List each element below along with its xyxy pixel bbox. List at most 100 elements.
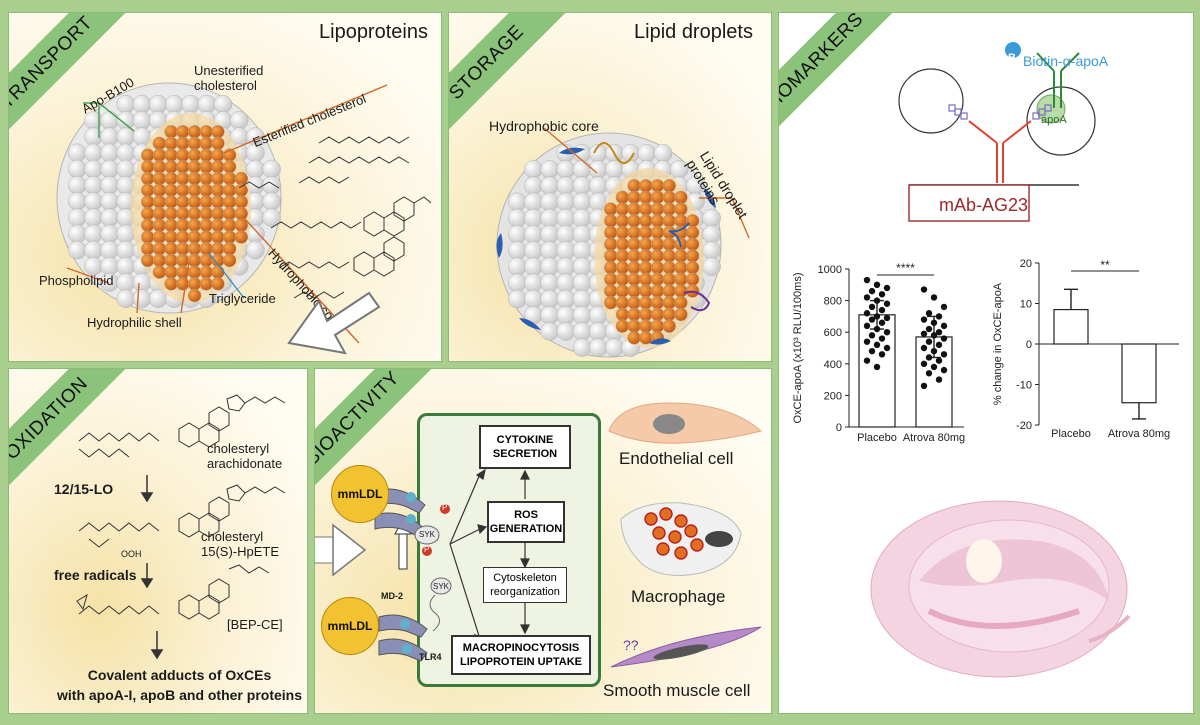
data-point (873, 281, 881, 288)
data-point (930, 319, 938, 326)
data-point (935, 376, 943, 383)
x-tick-label: Placebo (1051, 428, 1091, 440)
y-tick-label: 10 (1020, 299, 1032, 311)
lipid-droplets-title: Lipid droplets (634, 21, 753, 43)
lipoprotein-illustration (56, 82, 432, 344)
data-point (883, 284, 891, 292)
core-lipids (140, 124, 249, 303)
data-point (920, 360, 928, 367)
data-point (925, 325, 933, 333)
data-point (940, 351, 948, 358)
phospholipid-label: Phospholipid (39, 273, 114, 288)
data-point (873, 341, 881, 349)
bar (1053, 308, 1089, 345)
tlr4-label: TLR4 (419, 652, 442, 662)
data-point (935, 329, 943, 336)
oxce-change-chart: -20 -10 0 10 20 % change in OxCE-apoA Placebo A… (992, 258, 1179, 440)
data-point (863, 310, 871, 317)
data-point (935, 341, 943, 349)
covalent-adducts-label: Covalent adducts of OxCEs with apoA-I, a… (57, 667, 302, 703)
md2-label: MD-2 (381, 591, 403, 601)
data-point (920, 316, 928, 323)
x-tick-label: Atrova 80mg (1108, 428, 1170, 440)
y-tick-label: 1000 (818, 264, 842, 276)
data-point (868, 332, 876, 339)
lipoxygenase-step: 12/15-LO (54, 481, 114, 497)
data-point (940, 335, 948, 342)
syk-label-bottom: SYK (433, 582, 450, 591)
data-point (940, 322, 948, 330)
data-point (878, 335, 886, 342)
y-tick-label: -20 (1016, 420, 1032, 432)
cholesteryl-arachidonate-label: cholesteryl arachidonate (207, 441, 283, 471)
bioactivity-panel: BIOACTIVITY mmLDL mmLDL SYK SYK (314, 368, 772, 714)
cell-illustrations (608, 402, 763, 668)
assay-schematic (898, 42, 1096, 222)
cytoskeleton-box: Cytoskeleton reorganization (483, 567, 567, 603)
macrophage-label: Macrophage (631, 587, 726, 606)
cytokine-secretion-box: CYTOKINE SECRETION (479, 425, 571, 469)
data-point (868, 316, 876, 323)
bep-ce-label: [BEP-CE] (227, 617, 283, 632)
data-point (863, 338, 871, 345)
data-point (940, 366, 948, 374)
data-point (873, 297, 881, 304)
question-marks: ?? (623, 637, 639, 653)
y-tick-label: 600 (824, 327, 842, 339)
data-point (925, 310, 933, 317)
y-tick-label: 400 (824, 359, 842, 371)
data-point (878, 351, 886, 358)
x-tick-label: Atrova 80mg (903, 432, 965, 444)
ooh-label: OOH (121, 549, 142, 559)
biotin-letter: B (1008, 52, 1016, 64)
unesterified-cholesterol-label: Unesterified cholesterol (194, 63, 264, 93)
y-tick-label: 20 (1020, 258, 1032, 270)
mmldl-particle-bottom: mmLDL (321, 597, 379, 655)
transport-panel: TRANSPORT Lipoproteins (8, 12, 442, 362)
data-point (920, 330, 928, 337)
storage-panel: STORAGE Lipid droplets Hydrophobic core … (448, 12, 772, 362)
data-point (878, 291, 886, 298)
data-point (925, 354, 933, 361)
cholesteryl-hpete-label: cholesteryl 15(S)-HpETE (201, 529, 280, 559)
data-point (863, 294, 871, 301)
transport-to-oxidation-arrow (287, 291, 381, 355)
y-tick-label: 800 (824, 296, 842, 308)
y-tick-label: 200 (824, 390, 842, 402)
data-point (863, 322, 871, 330)
data-point (863, 357, 871, 364)
smooth-muscle-cell-label: Smooth muscle cell (603, 681, 751, 700)
data-point (920, 344, 928, 352)
lipid-droplet-illustration (496, 127, 750, 358)
macropinocytosis-box: MACROPINOCYTOSIS LIPOPROTEIN UPTAKE (451, 635, 591, 675)
y-axis-label: % change in OxCE-apoA (992, 282, 1004, 405)
data-point (930, 332, 938, 339)
biotin-antibody-label: Biotin-α-apoA (1023, 53, 1109, 69)
data-point (868, 287, 876, 295)
oxidation-to-bioactivity-arrow (315, 523, 367, 577)
y-tick-label: 0 (836, 422, 842, 434)
data-point (883, 300, 891, 307)
phospho-label-top: P (442, 503, 448, 512)
phospho-label-bottom: P (424, 545, 430, 554)
data-point (863, 276, 871, 284)
bar (1121, 343, 1157, 404)
data-point (920, 286, 928, 293)
hydrophilic-shell-label: Hydrophilic shell (87, 315, 182, 330)
free-radicals-step: free radicals (54, 567, 137, 583)
triglyceride-label: Triglyceride (209, 291, 276, 306)
data-point (930, 363, 938, 371)
data-point (920, 382, 928, 390)
data-point (925, 338, 933, 345)
data-point (925, 370, 933, 377)
data-point (930, 347, 938, 355)
y-axis-label: OxCE-apoA (x10³ RLU/100ms) (792, 273, 804, 424)
artery-section-image (870, 500, 1131, 678)
data-point (940, 303, 948, 311)
antibody-label: mAb-AG23 (939, 195, 1029, 215)
data-point (883, 314, 891, 322)
y-tick-label: -10 (1016, 380, 1032, 392)
apoa-label: apoA (1041, 114, 1067, 126)
y-tick-label: 0 (1026, 339, 1032, 351)
